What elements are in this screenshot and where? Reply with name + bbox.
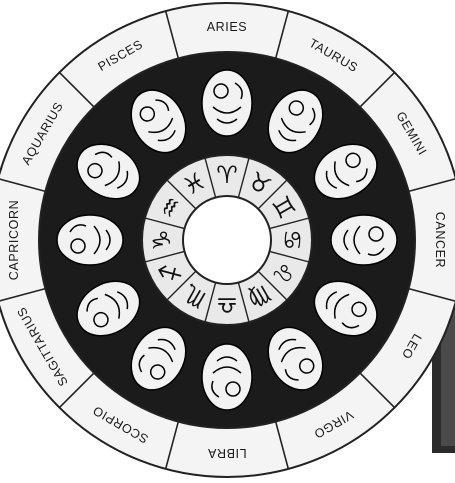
libra-figure [202, 344, 252, 410]
sign-symbol-cancer: ♋ [278, 229, 306, 251]
sign-symbol-capricorn: ♑ [148, 229, 176, 251]
sign-symbol-aries: ♈ [216, 161, 238, 189]
sign-label-capricorn: CAPRICORN [7, 200, 21, 280]
sign-label-aries: ARIES [207, 20, 248, 34]
aries-figure [202, 70, 252, 136]
sign-symbol-libra: ♎ [216, 291, 238, 319]
sign-label-libra: LIBRA [207, 446, 246, 460]
capricorn-figure [57, 215, 123, 265]
sign-label-cancer: CANCER [433, 212, 447, 268]
hub [183, 196, 271, 284]
cancer-figure [331, 215, 397, 265]
